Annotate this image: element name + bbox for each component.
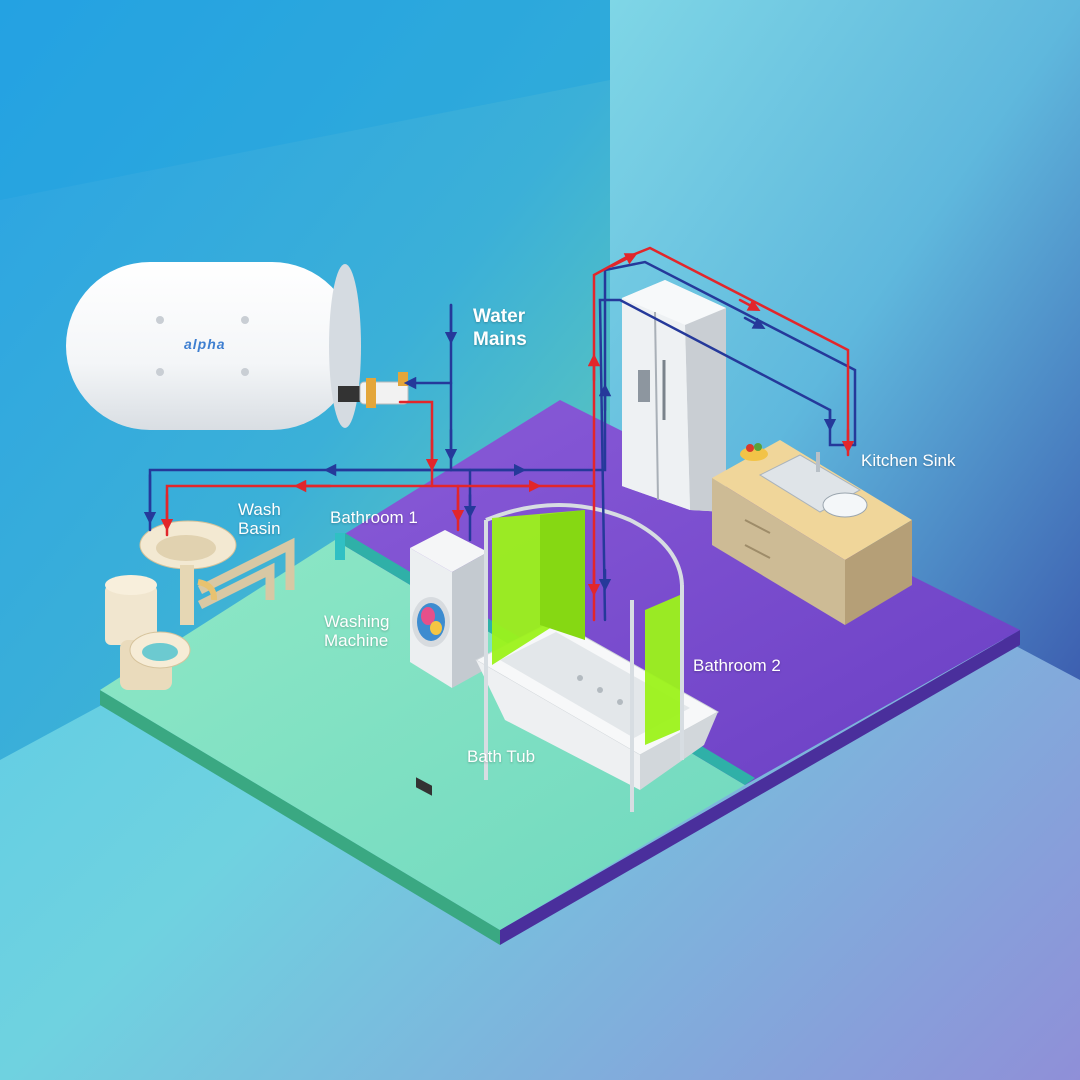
washing-machine-label-line1: Washing	[324, 612, 390, 631]
hot-water-pipes	[160, 246, 855, 622]
bath-tub-label: Bath Tub	[467, 747, 536, 766]
wall-shade	[0, 0, 610, 200]
wash-basin-label: Wash Basin	[238, 500, 281, 538]
bathroom-1-floor	[100, 540, 745, 930]
floor-edge-left	[100, 690, 500, 945]
washing-machine-icon	[410, 530, 488, 796]
washing-machine-label-line2: Machine	[324, 631, 389, 650]
bathroom-2-label: Bathroom 2	[693, 656, 781, 675]
bathroom-1-label: Bathroom 1	[330, 508, 418, 527]
toilet-icon	[105, 575, 191, 690]
kitchen-counter-icon	[712, 440, 912, 625]
water-mains-label-line2: Mains	[473, 329, 527, 350]
bathroom-2-floor	[335, 400, 1020, 785]
washing-machine-label: Washing Machine	[324, 612, 390, 650]
wash-basin-icon	[139, 520, 295, 625]
refrigerator-icon	[622, 280, 726, 512]
floor-edge-right	[500, 630, 1020, 945]
water-heater-icon	[66, 262, 409, 430]
wash-basin-label-line2: Basin	[238, 519, 281, 538]
right-wall	[610, 0, 1080, 680]
kitchen-sink-label: Kitchen Sink	[861, 451, 956, 470]
water-mains-label-line1: Water	[473, 306, 526, 327]
shower-curtain-icon	[484, 503, 684, 812]
heater-brand-logo: alpha	[184, 336, 226, 352]
water-mains-label: Water Mains	[473, 305, 527, 351]
wash-basin-label-line1: Wash	[238, 500, 281, 519]
